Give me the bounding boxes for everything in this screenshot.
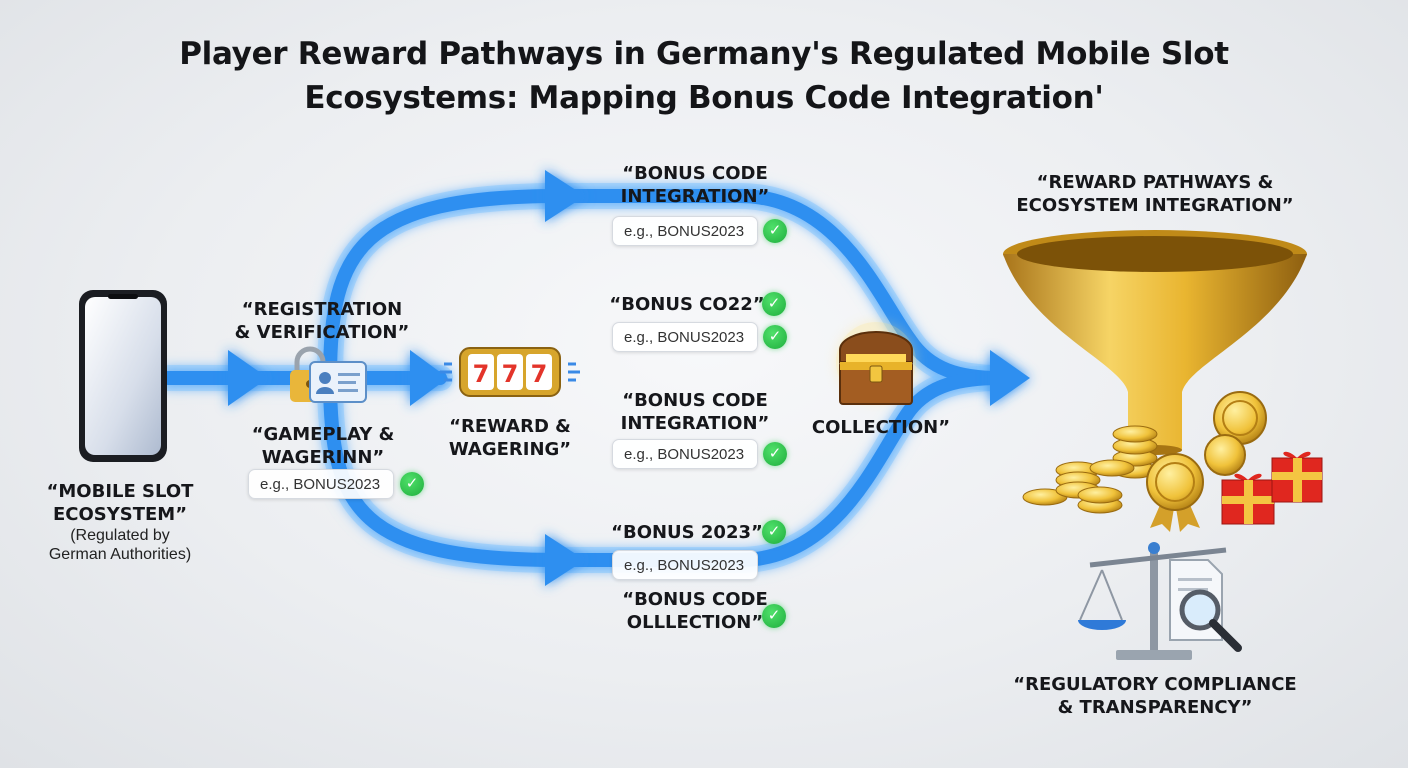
arrow-head-5 xyxy=(990,350,1030,406)
bonus-top-label-line-2: INTEGRATION” xyxy=(620,186,770,207)
svg-text:7: 7 xyxy=(531,360,548,388)
check-icon: ✓ xyxy=(763,325,787,349)
bonus-top-code-chip: e.g., BONUS2023 xyxy=(612,216,758,246)
funnel-label-line-1: “REWARD PATHWAYS & xyxy=(1036,172,1274,193)
mobile-label-line-2: ECOSYSTEM” xyxy=(52,504,188,525)
arrow-head-1 xyxy=(228,350,268,406)
title-line-2: Ecosystems: Mapping Bonus Code Integrati… xyxy=(304,80,1104,116)
arrow-head-2 xyxy=(410,350,448,406)
bonus-mid-label-line-2: INTEGRATION” xyxy=(620,413,770,434)
mobile-sublabel: (Regulated by German Authorities) xyxy=(30,526,210,564)
arrow-head-3 xyxy=(545,170,585,222)
arrow-heads xyxy=(228,170,1030,586)
check-icon: ✓ xyxy=(762,520,786,544)
bonus-c022-code-chip: e.g., BONUS2023 xyxy=(612,322,758,352)
mobile-label-line-1: “MOBILE SLOT xyxy=(46,481,194,502)
bonus-top-label: “BONUS CODE INTEGRATION” xyxy=(600,162,790,208)
reward-label-line-2: WAGERING” xyxy=(448,439,572,460)
funnel-label-line-2: ECOSYSTEM INTEGRATION” xyxy=(1016,195,1294,216)
mobile-label: “MOBILE SLOT ECOSYSTEM” xyxy=(30,480,210,526)
gift-box-icon xyxy=(1221,451,1323,525)
check-icon: ✓ xyxy=(400,472,424,496)
svg-text:7: 7 xyxy=(502,360,519,388)
collection-label: COLLECTION” xyxy=(811,417,951,438)
check-icon: ✓ xyxy=(763,442,787,466)
smartphone-icon xyxy=(79,290,167,462)
funnel-icon xyxy=(1003,230,1307,455)
check-icon: ✓ xyxy=(763,219,787,243)
title-line-1: Player Reward Pathways in Germany's Regu… xyxy=(179,36,1229,72)
compliance-label-line-2: & TRANSPARENCY” xyxy=(1057,697,1253,718)
check-icon: ✓ xyxy=(762,292,786,316)
treasure-chest-icon xyxy=(836,322,916,405)
check-icon: ✓ xyxy=(762,604,786,628)
bonus-mid-label-line-1: “BONUS CODE xyxy=(622,390,768,411)
coins-icon xyxy=(1022,425,1158,514)
bonus-c022-label: “BONUS CO22” xyxy=(609,294,765,315)
bonus-bottom-label: “BONUS CODE OLLLECTION” xyxy=(600,588,790,634)
registration-label-line-1: “REGISTRATION xyxy=(241,299,403,320)
slot-machine-icon: 7 7 7 xyxy=(440,347,580,397)
svg-text:7: 7 xyxy=(473,360,490,388)
bonus-mid-code-chip: e.g., BONUS2023 xyxy=(612,439,758,469)
reward-label-line-1: “REWARD & xyxy=(449,416,571,437)
mobile-sublabel-line-2: German Authorities) xyxy=(48,546,192,563)
diagram-title: Player Reward Pathways in Germany's Regu… xyxy=(0,32,1408,120)
reward-label: “REWARD & WAGERING” xyxy=(430,415,590,461)
gameplay-label: “GAMEPLAY & WAGERINN” xyxy=(228,423,418,469)
bonus-bottom-label-line-2: OLLLECTION” xyxy=(626,612,764,633)
bonus-bottom-label-line-1: “BONUS CODE xyxy=(622,589,768,610)
arrow-head-4 xyxy=(545,534,585,586)
gameplay-label-line-2: WAGERINN” xyxy=(261,447,385,468)
medal-icon xyxy=(1146,391,1267,532)
bonus-2023-label: “BONUS 2023” xyxy=(611,522,763,543)
bonus-2023-code-chip: e.g., BONUS2023 xyxy=(612,550,758,580)
mobile-sublabel-line-1: (Regulated by xyxy=(70,527,170,544)
compliance-label-line-1: “REGULATORY COMPLIANCE xyxy=(1013,674,1297,695)
registration-label-line-2: & VERIFICATION” xyxy=(234,322,410,343)
gameplay-label-line-1: “GAMEPLAY & xyxy=(251,424,395,445)
document-magnifier-icon xyxy=(1169,559,1242,652)
bonus-mid-label: “BONUS CODE INTEGRATION” xyxy=(600,389,790,435)
id-card-icon xyxy=(309,361,367,403)
funnel-label: “REWARD PATHWAYS & ECOSYSTEM INTEGRATION… xyxy=(1000,171,1310,217)
scales-icon xyxy=(1078,542,1227,660)
gameplay-code-chip: e.g., BONUS2023 xyxy=(248,469,394,499)
registration-label: “REGISTRATION & VERIFICATION” xyxy=(222,298,422,344)
bonus-top-label-line-1: “BONUS CODE xyxy=(622,163,768,184)
compliance-label: “REGULATORY COMPLIANCE & TRANSPARENCY” xyxy=(1000,673,1310,719)
